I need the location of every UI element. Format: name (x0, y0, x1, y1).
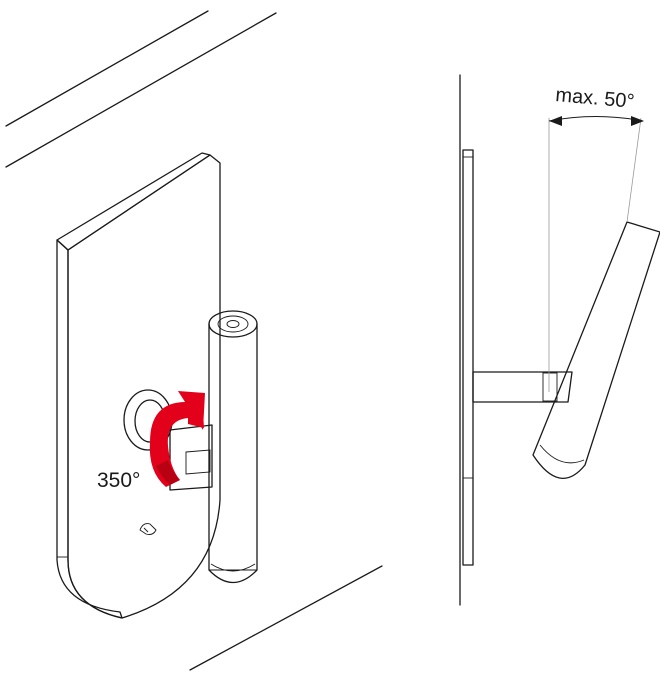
side-plate (462, 149, 474, 566)
lamp-tube-right (532, 221, 660, 479)
rotation-arrow-head (178, 391, 205, 430)
back-plate (56, 152, 221, 619)
arm-right (472, 371, 573, 403)
lamp-tube-left (208, 310, 258, 584)
tilt-angle-label: max. 50° (555, 84, 636, 113)
tilt-dimension (548, 116, 644, 126)
tilt-guides (548, 117, 642, 392)
rotation-arrow-shadow (156, 460, 180, 485)
rotation-arrow (149, 391, 205, 487)
screw-icon (139, 523, 157, 535)
rotation-angle-label: 350° (97, 469, 140, 492)
wall-lines (5, 10, 383, 671)
